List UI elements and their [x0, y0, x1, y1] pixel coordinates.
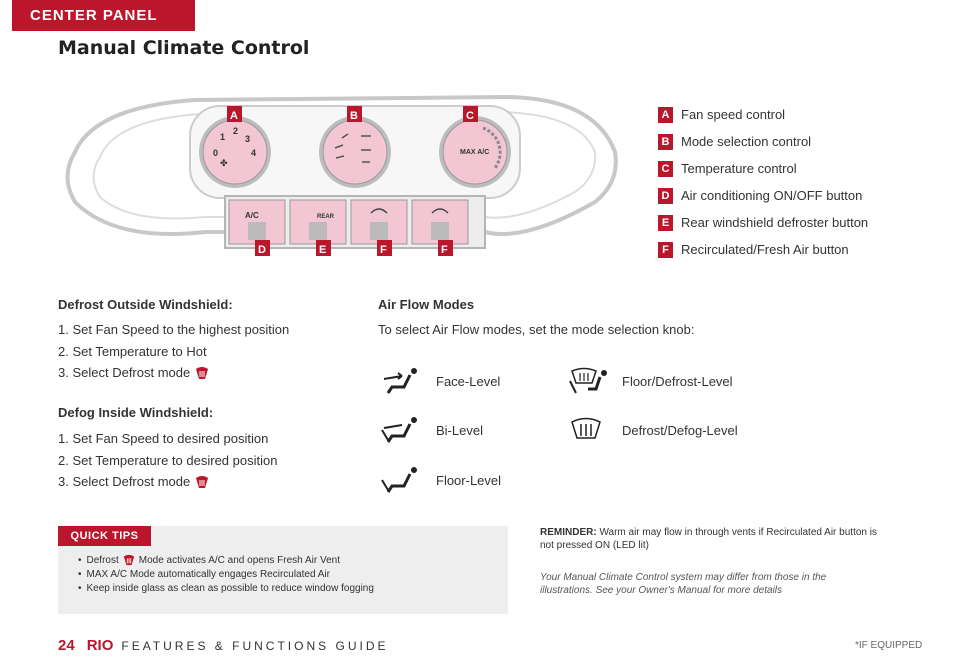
reminder-text: Warm air may flow in through vents if Re… — [540, 527, 877, 551]
legend-item: B Mode selection control — [658, 128, 868, 155]
badge-top-b: B — [350, 110, 358, 122]
legend-key-f: F — [658, 241, 673, 258]
mode-floor-level: Floor-Level — [380, 466, 501, 494]
page-title: Manual Climate Control — [58, 37, 310, 59]
quick-tip-2: • MAX A/C Mode automatically engages Reci… — [78, 569, 330, 580]
legend-item: A Fan speed control — [658, 101, 868, 128]
mode-knob — [319, 116, 391, 188]
legend-item: F Recirculated/Fresh Air button — [658, 236, 868, 263]
mode-label: Face-Level — [436, 373, 501, 389]
quick-tips-label: QUICK TIPS — [58, 526, 151, 546]
legend-key-e: E — [658, 214, 673, 231]
mode-label: Bi-Level — [436, 422, 483, 438]
page-footer: 24 RIO FEATURES & FUNCTIONS GUIDE — [58, 637, 388, 654]
ac-button-label: A/C — [245, 211, 259, 220]
mode-label: Floor/Defrost-Level — [622, 373, 733, 389]
climate-panel-illustration: 0 1 2 3 4 ✤ MAX A/C A/C REAR A B C D E F… — [65, 94, 618, 256]
model-name: RIO — [86, 637, 114, 654]
disclaimer-note: Your Manual Climate Control system may d… — [540, 572, 827, 596]
step-text: 1. Set Fan Speed to desired position — [58, 431, 269, 446]
legend-key-d: D — [658, 187, 673, 204]
legend-item: C Temperature control — [658, 155, 868, 182]
bullet-icon: • — [78, 554, 82, 566]
badge-bottom-e: E — [319, 244, 326, 256]
reminder-label: REMINDER: — [540, 527, 597, 538]
defrost-outside-step-2: 2. Set Temperature to Hot — [58, 344, 207, 359]
section-tab: CENTER PANEL — [12, 0, 195, 31]
fan-speed-knob: 0 1 2 3 4 ✤ — [199, 116, 271, 188]
badge-top-a: A — [230, 110, 238, 122]
defrost-icon — [196, 475, 209, 488]
badge-top-c: C — [466, 110, 474, 122]
defog-inside-step-2: 2. Set Temperature to desired position — [58, 453, 277, 468]
floor-defrost-icon — [569, 367, 607, 394]
legend-key-c: C — [658, 160, 673, 177]
badge-bottom-f2: F — [441, 244, 448, 256]
legend-item: D Air conditioning ON/OFF button — [658, 182, 868, 209]
legend-item: E Rear windshield defroster button — [658, 209, 868, 236]
step-text: 1. Set Fan Speed to the highest position — [58, 322, 290, 337]
svg-text:✤: ✤ — [220, 159, 228, 169]
step-text: 2. Set Temperature to desired position — [58, 453, 278, 468]
bullet-icon: • — [78, 583, 82, 594]
temperature-knob: MAX A/C — [439, 116, 511, 188]
bi-level-icon — [381, 417, 417, 443]
quick-tip-1: • Defrost Mode activates A/C and opens F… — [78, 554, 340, 566]
defog-inside-step-3: 3. Select Defrost mode — [58, 474, 209, 489]
mode-bi-level: Bi-Level — [380, 416, 483, 444]
if-equipped-note: *IF EQUIPPED — [855, 640, 923, 651]
mode-label: Floor-Level — [436, 472, 502, 488]
reminder-note: REMINDER: Warm air may flow in through v… — [540, 526, 880, 552]
mode-defrost-defog-level: Defrost/Defog-Level — [566, 416, 738, 444]
defrost-defog-icon — [571, 417, 601, 439]
tip-text: Keep inside glass as clean as possible t… — [86, 583, 374, 594]
bullet-icon: • — [78, 569, 82, 580]
page-number: 24 — [58, 637, 75, 654]
legend-key-a: A — [658, 106, 673, 123]
control-legend: A Fan speed control B Mode selection contr… — [658, 101, 868, 263]
floor-level-icon — [381, 467, 417, 493]
fan-tick-4: 4 — [251, 148, 256, 158]
legend-text: Fan speed control — [681, 107, 786, 122]
legend-text: Recirculated/Fresh Air button — [681, 242, 849, 257]
tip-text: Defrost — [86, 554, 119, 566]
fan-tick-0: 0 — [213, 148, 218, 158]
max-ac-text: MAX A/C — [460, 149, 489, 156]
tip-text: Mode activates A/C and opens Fresh Air V… — [138, 554, 340, 566]
legend-text: Temperature control — [681, 161, 797, 176]
step-text: 3. Select Defrost mode — [58, 365, 191, 380]
defog-inside-step-1: 1. Set Fan Speed to desired position — [58, 431, 268, 446]
guide-title: FEATURES & FUNCTIONS GUIDE — [121, 639, 389, 653]
legend-key-b: B — [658, 133, 673, 150]
mode-label: Defrost/Defog-Level — [622, 422, 738, 438]
fan-tick-1: 1 — [220, 132, 225, 142]
fan-tick-3: 3 — [245, 134, 250, 144]
defrost-outside-step-3: 3. Select Defrost mode — [58, 365, 209, 380]
tip-text: MAX A/C Mode automatically engages Recir… — [86, 569, 330, 580]
badge-bottom-d: D — [258, 244, 266, 256]
step-text: 3. Select Defrost mode — [58, 474, 191, 489]
air-flow-description: To select Air Flow modes, set the mode s… — [378, 322, 695, 337]
legend-text: Air conditioning ON/OFF button — [681, 188, 863, 203]
face-level-icon — [383, 368, 417, 394]
defrost-icon — [196, 366, 209, 379]
step-text: 2. Set Temperature to Hot — [58, 344, 207, 359]
defrost-icon — [123, 554, 134, 566]
quick-tip-3: • Keep inside glass as clean as possible … — [78, 583, 374, 594]
rear-button-label: REAR — [317, 214, 335, 220]
fan-tick-2: 2 — [233, 126, 238, 136]
defog-inside-heading: Defog Inside Windshield: — [58, 405, 214, 420]
mode-face-level: Face-Level — [380, 367, 500, 395]
legend-text: Rear windshield defroster button — [681, 215, 869, 230]
mode-floor-defrost-level: Floor/Defrost-Level — [566, 367, 733, 395]
legend-text: Mode selection control — [681, 134, 812, 149]
air-flow-heading: Air Flow Modes — [378, 297, 475, 312]
defrost-outside-heading: Defrost Outside Windshield: — [58, 297, 233, 312]
badge-bottom-f1: F — [380, 244, 387, 256]
defrost-outside-step-1: 1. Set Fan Speed to the highest position — [58, 322, 289, 337]
